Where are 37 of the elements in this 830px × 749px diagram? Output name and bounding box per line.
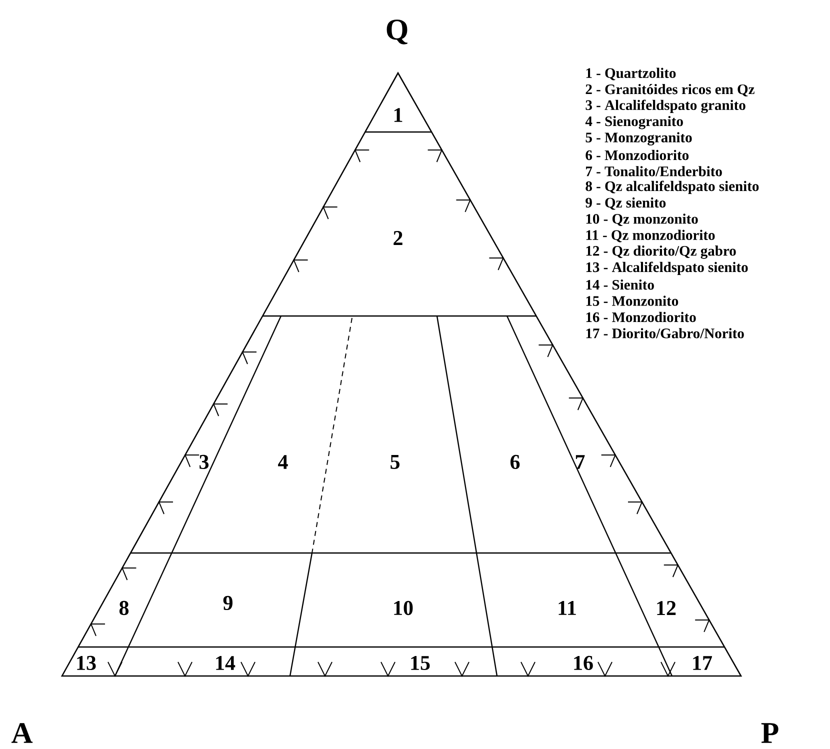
field-number: 9	[223, 596, 232, 610]
legend-entry: 1 - Quartzolito	[586, 68, 676, 80]
field-number: 10	[394, 600, 413, 616]
field-number: 14	[216, 656, 236, 670]
field-number: 2	[394, 231, 402, 245]
field-number: 7	[576, 455, 585, 469]
legend-entry: 14 - Sienito	[586, 280, 654, 290]
legend-entry: 8 - Qz alcalifeldspato sienito	[586, 180, 759, 194]
vertex-label: P	[761, 723, 778, 743]
legend-entry: 4 - Sienogranito	[585, 116, 683, 130]
legend-entry: 13 - Alcalifeldspato sienito	[586, 262, 748, 276]
legend-entry: 9 - Qz sienito	[586, 197, 666, 210]
legend-entry: 17 - Diorito/Gabro/Norito	[586, 328, 744, 338]
field-number: 12	[657, 601, 676, 615]
field-number: 15	[411, 656, 430, 670]
legend-entry: 2 - Granitóides ricos em Qz	[586, 84, 754, 96]
field-number: 13	[77, 656, 96, 670]
legend-entry: 16 - Monzodiorito	[586, 312, 696, 322]
legend-entry: 7 - Tonalito/Enderbito	[586, 166, 722, 176]
field-number: 16	[574, 656, 593, 670]
field-number: 17	[693, 656, 712, 670]
field-number: 1	[394, 108, 402, 122]
legend-entry: 5 - Monzogranito	[586, 132, 692, 146]
vertex-label: A	[11, 723, 33, 743]
field-number: 8	[119, 600, 129, 616]
legend-entry: 10 - Qz monzonito	[586, 214, 698, 226]
legend-entry: 12 - Qz diorito/Qz gabro	[586, 246, 736, 259]
legend-entry: 6 - Monzodiorito	[586, 150, 689, 160]
field-number: 5	[390, 455, 400, 469]
field-number: 6	[510, 454, 520, 470]
legend-entry: 3 - Alcalifeldspato granito	[586, 100, 746, 114]
vertex-label: Q	[386, 20, 408, 44]
field-number: 11	[558, 601, 576, 615]
field-number: 3	[200, 454, 209, 470]
legend-entry: 15 - Monzonito	[586, 296, 678, 306]
legend-entry: 11 - Qz monzodiorito	[586, 230, 715, 242]
field-number: 4	[278, 455, 288, 469]
